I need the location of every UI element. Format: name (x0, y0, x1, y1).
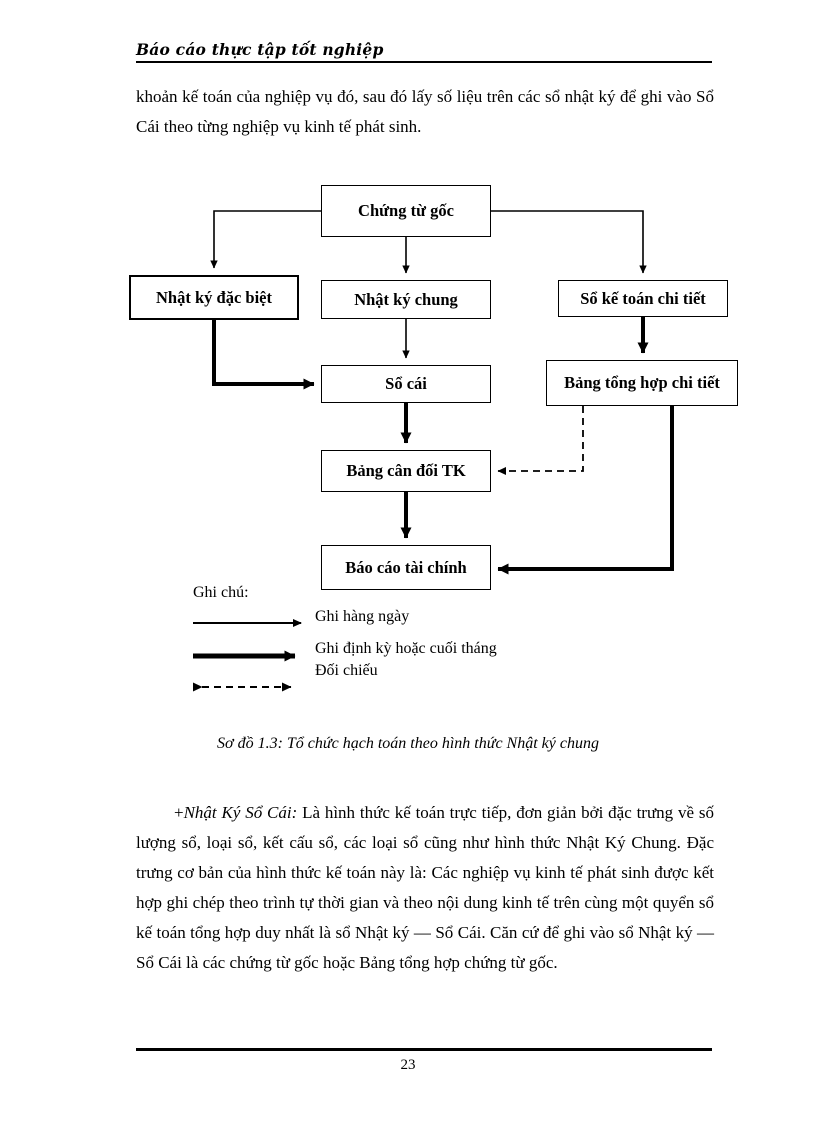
flowchart-diagram: Chứng từ gốc Nhật ký đặc biệt Nhật ký ch… (0, 160, 816, 720)
edge-chungtu-to-nkdb (210, 210, 321, 269)
dashed-double-arrow-icon (193, 682, 292, 692)
legend-label: Đối chiếu (315, 662, 378, 679)
node-nhat-ky-dac-biet: Nhật ký đặc biệt (129, 275, 299, 320)
edge-btghct-to-bctc (497, 406, 674, 575)
node-bao-cao-tai-chinh: Báo cáo tài chính (321, 545, 491, 590)
edge-doichieu-dashed (497, 398, 587, 475)
top-paragraph: khoản kế toán của nghiệp vụ đó, sau đó l… (136, 87, 714, 136)
node-label: Nhật ký đặc biệt (156, 287, 272, 307)
node-so-ke-toan-chi-tiet: Sổ kế toán chi tiết (558, 280, 728, 317)
node-bang-can-doi-tk: Bảng cân đối TK (321, 450, 491, 492)
node-label: Nhật ký chung (354, 289, 458, 309)
diagram-legend: Ghi chú: Ghi hàng ngày (0, 580, 816, 705)
node-label: Sổ kế toán chi tiết (580, 288, 706, 308)
paragraph-body: Là hình thức kế toán trực tiếp, đơn giản… (136, 803, 714, 972)
legend-label: Ghi định kỳ hoặc cuối tháng (315, 640, 497, 657)
node-so-cai: Sổ cái (321, 365, 491, 403)
page-header: Báo cáo thực tập tốt nghiệp (136, 40, 712, 63)
thick-arrow-icon (193, 650, 296, 662)
legend-title: Ghi chú: (193, 584, 249, 601)
node-label: Chứng từ gốc (358, 201, 454, 220)
bottom-paragraph: +Nhật Ký Sổ Cái: Là hình thức kế toán tr… (136, 798, 714, 978)
node-bang-tong-hop-chi-tiet: Bảng tổng hợp chi tiết (546, 360, 738, 406)
edge-nkdb-to-socai (212, 320, 315, 390)
header-title: Báo cáo thực tập tốt nghiệp (136, 40, 384, 59)
node-nhat-ky-chung: Nhật ký chung (321, 280, 491, 319)
legend-item-doi-chieu: Đối chiếu (193, 662, 378, 706)
node-label: Sổ cái (385, 374, 427, 393)
thin-arrow-icon (193, 619, 302, 627)
header-divider (136, 61, 712, 63)
node-label: Báo cáo tài chính (345, 557, 467, 577)
paragraph-lead-plus: + (174, 803, 184, 822)
footer-divider (136, 1048, 712, 1051)
node-label: Bảng cân đối TK (346, 461, 466, 480)
figure-caption: Sơ đồ 1.3: Tổ chức hạch toán theo hình t… (217, 735, 599, 752)
edge-chungtu-to-sktct (491, 210, 647, 274)
paragraph-lead-italic: Nhật Ký Sổ Cái: (183, 803, 298, 822)
page-number: 23 (400, 1057, 416, 1073)
flowchart-connectors (210, 210, 674, 575)
legend-label: Ghi hàng ngày (315, 608, 410, 625)
node-label: Bảng tổng hợp chi tiết (564, 373, 720, 392)
legend-item-ghi-hang-ngay: Ghi hàng ngày (193, 608, 409, 642)
node-chung-tu-goc: Chứng từ gốc (321, 185, 491, 237)
legend-item-ghi-dinh-ky: Ghi định kỳ hoặc cuối tháng (193, 640, 497, 674)
